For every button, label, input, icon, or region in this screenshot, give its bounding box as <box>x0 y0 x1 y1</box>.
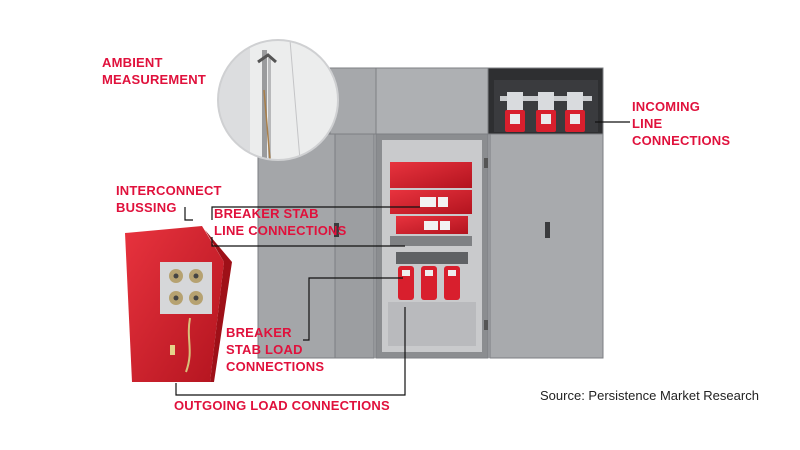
label-line: STAB LOAD <box>226 342 303 357</box>
label-breaker-stab-line-connections: BREAKER STAB LINE CONNECTIONS <box>214 205 346 239</box>
label-line: CONNECTIONS <box>226 359 325 374</box>
label-incoming-line-connections: INCOMING LINE CONNECTIONS <box>632 98 730 149</box>
label-line: LINE CONNECTIONS <box>214 223 347 238</box>
label-ambient-measurement: AMBIENT MEASUREMENT <box>102 54 206 88</box>
leader-interconnect <box>184 207 193 221</box>
right-door <box>489 133 604 359</box>
leader-stab-line-lower <box>211 237 405 247</box>
label-line: LINE <box>632 116 663 131</box>
label-line: BUSSING <box>116 200 177 215</box>
ambient-inset <box>217 39 339 161</box>
label-line: BREAKER STAB <box>214 206 319 221</box>
label-breaker-stab-load-connections: BREAKER STAB LOAD CONNECTIONS <box>226 324 324 375</box>
label-line: INTERCONNECT <box>116 183 222 198</box>
label-line: AMBIENT <box>102 55 163 70</box>
interconnect-closeup <box>125 226 232 382</box>
label-line: INCOMING <box>632 99 701 114</box>
leader-stab-load <box>303 277 403 341</box>
door-handle <box>334 223 339 237</box>
label-line: BREAKER <box>226 325 292 340</box>
breaker-units <box>388 162 476 346</box>
label-interconnect-bussing: INTERCONNECT BUSSING <box>116 182 222 216</box>
door-handle <box>545 222 550 238</box>
label-line: MEASUREMENT <box>102 72 207 87</box>
label-line: CONNECTIONS <box>632 133 731 148</box>
label-line: OUTGOING LOAD CONNECTIONS <box>174 398 390 413</box>
incoming-line-connectors <box>494 80 598 132</box>
leader-outgoing <box>175 307 406 396</box>
leader-stab-line <box>211 206 420 220</box>
leader-lines <box>175 121 630 396</box>
source-credit: Source: Persistence Market Research <box>540 388 759 403</box>
label-outgoing-load-connections: OUTGOING LOAD CONNECTIONS <box>174 397 390 414</box>
